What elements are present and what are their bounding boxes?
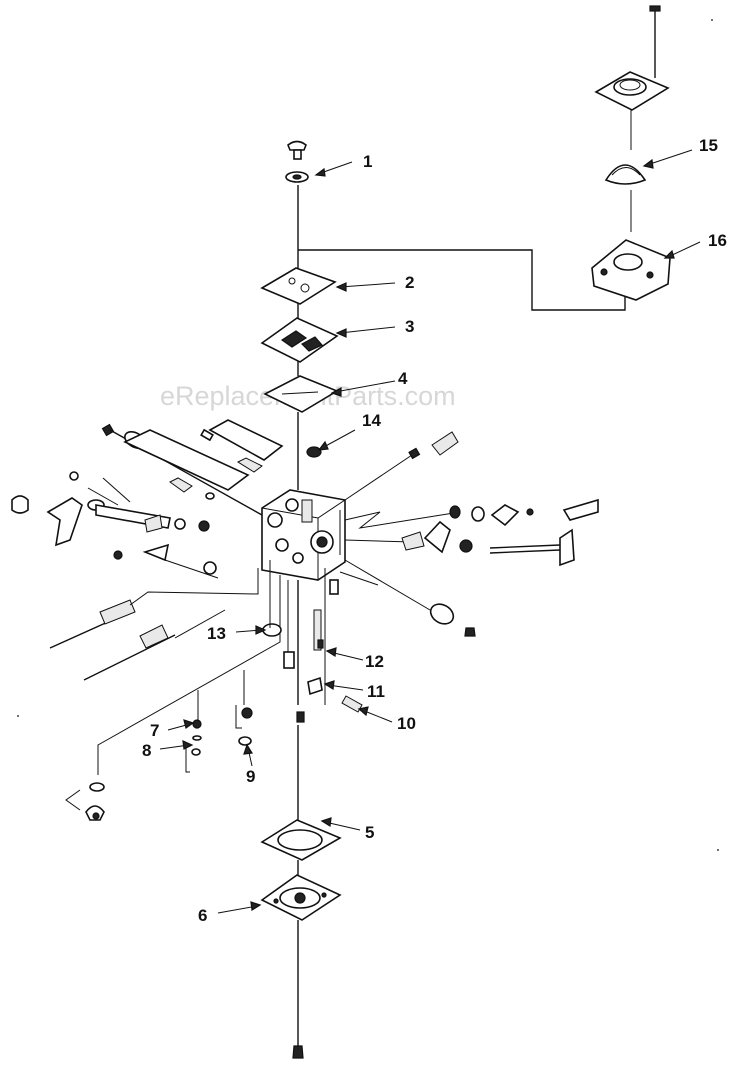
pump-cover-top bbox=[594, 5, 670, 232]
part-16-pump-body bbox=[591, 239, 671, 301]
part-1-screw-washer bbox=[285, 140, 309, 183]
callout-4: 4 bbox=[398, 369, 408, 388]
callout-12: 12 bbox=[365, 652, 384, 671]
callout-15: 15 bbox=[699, 136, 718, 155]
callout-labels: 1 2 3 4 5 6 7 8 9 10 11 12 13 14 15 16 bbox=[142, 136, 727, 925]
callout-5: 5 bbox=[365, 823, 374, 842]
callout-9: 9 bbox=[246, 767, 255, 786]
callout-14: 14 bbox=[362, 411, 381, 430]
callout-8: 8 bbox=[142, 741, 151, 760]
callout-10: 10 bbox=[397, 714, 416, 733]
central-axis-lines bbox=[297, 185, 626, 1050]
lower-left-components bbox=[65, 560, 295, 821]
part-2-gasket bbox=[260, 267, 337, 305]
callout-2: 2 bbox=[405, 273, 414, 292]
callout-leaders bbox=[159, 149, 701, 914]
callout-3: 3 bbox=[405, 317, 414, 336]
callout-11: 11 bbox=[367, 682, 385, 701]
part-15-dome bbox=[604, 164, 647, 185]
callout-7: 7 bbox=[150, 721, 159, 740]
callout-1: 1 bbox=[363, 152, 372, 171]
right-side-components bbox=[296, 431, 599, 723]
part-5-metering-gasket bbox=[260, 819, 342, 861]
left-upper-components bbox=[101, 419, 284, 516]
choke-lever-assembly bbox=[11, 471, 210, 547]
callout-16: 16 bbox=[708, 231, 727, 250]
part-3-pump-diaphragm bbox=[260, 317, 339, 363]
scan-specks bbox=[17, 19, 719, 851]
part-14-check-valve bbox=[306, 446, 322, 458]
callout-13: 13 bbox=[207, 624, 226, 643]
left-lower-screws bbox=[49, 543, 259, 681]
carburetor-body bbox=[261, 489, 346, 581]
part-6-metering-cover bbox=[260, 874, 342, 1059]
callout-6: 6 bbox=[198, 906, 207, 925]
